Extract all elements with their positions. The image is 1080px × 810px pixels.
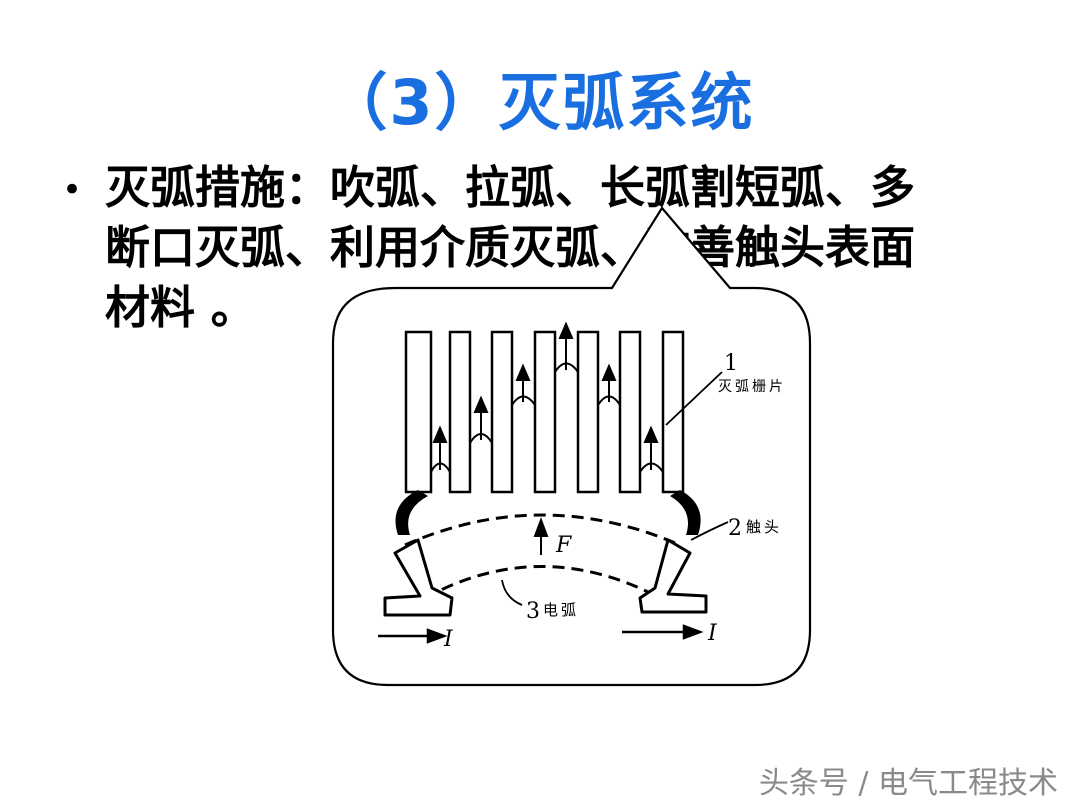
force-label: F [555, 533, 572, 558]
current-label-right: I [707, 621, 718, 646]
grid-plate [661, 330, 685, 494]
grid-plate [404, 330, 433, 494]
grid-plate [618, 330, 642, 494]
grid-plates [404, 330, 685, 494]
grid-plate [533, 330, 557, 494]
current-arrows [378, 624, 704, 644]
label-2-number: 2 [728, 516, 742, 541]
bullet-line-1: 灭弧措施：吹弧、拉弧、长弧割短弧、多 [105, 161, 916, 214]
leader-lines [501, 371, 729, 606]
label-1-number: 1 [724, 351, 738, 376]
label-1-text: 灭弧栅片 [718, 379, 786, 395]
bullet-marker: • [62, 170, 83, 210]
slide-title: （3）灭弧系统 [325, 66, 755, 139]
bullet-line-2: 断口灭弧、利用介质灭弧、改善触头表面 [105, 221, 916, 274]
watermark: 头条号 / 电气工程技术 [758, 766, 1058, 801]
bullet-line-3: 材料 。 [105, 281, 256, 334]
label-2-text: 触头 [746, 518, 782, 536]
callout-bubble [331, 206, 812, 687]
arc-paths [404, 513, 681, 600]
label-3-number: 3 [526, 599, 540, 624]
label-3-text: 电弧 [543, 601, 579, 619]
upward-arrows [432, 321, 659, 555]
grid-plate [576, 330, 600, 494]
contacts [383, 538, 708, 617]
bullet-text: 灭弧措施：吹弧、拉弧、长弧割短弧、多 断口灭弧、利用介质灭弧、改善触头表面 材料… [105, 158, 1005, 338]
grid-plate [448, 330, 472, 494]
current-label-left: I [443, 627, 454, 652]
grid-plate [490, 330, 514, 494]
contact-tips [395, 490, 701, 535]
